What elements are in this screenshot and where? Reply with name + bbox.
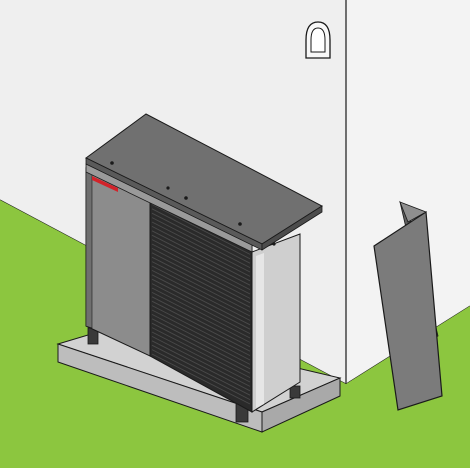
lid-screws	[110, 161, 276, 246]
grille-slat	[151, 287, 251, 339]
unit-front-casing-edge	[85, 165, 93, 329]
grille-slat	[151, 313, 251, 365]
removed-side-panel	[373, 200, 443, 411]
unit-right-panel-shade	[256, 253, 264, 408]
grille-slat	[151, 322, 251, 374]
wall-duct-opening	[305, 21, 331, 59]
heat-pump-unit	[85, 113, 323, 413]
grille-slat	[151, 239, 251, 291]
grille-slat	[151, 309, 251, 361]
grille-slat	[151, 327, 251, 379]
grille-slat	[151, 247, 251, 299]
grille-slat	[151, 318, 251, 370]
grille-slat	[151, 269, 251, 321]
grille-slat	[151, 305, 251, 357]
fan-grille-slats	[151, 199, 251, 405]
grille-slat	[151, 291, 251, 343]
grille-slat	[151, 344, 251, 396]
grille-slat	[151, 331, 251, 383]
slab-side	[261, 377, 341, 433]
panel-face	[373, 210, 443, 411]
grille-slat	[151, 217, 251, 269]
grille-slat	[151, 261, 251, 313]
grille-slat	[151, 203, 251, 255]
grille-slat	[151, 256, 251, 308]
panel-top-edge	[399, 201, 427, 223]
brand-logo	[92, 176, 118, 192]
grille-slat	[151, 252, 251, 304]
grille-slat	[151, 265, 251, 317]
grille-slat	[151, 296, 251, 348]
grille-slat	[151, 349, 251, 401]
grille-slat	[151, 234, 251, 286]
grille-slat	[151, 221, 251, 273]
grille-slat	[151, 230, 251, 282]
grille-slat	[151, 243, 251, 295]
wall-right-face	[346, 0, 470, 384]
grille-slat	[151, 274, 251, 326]
grille-slat	[151, 212, 251, 264]
grille-slat	[151, 340, 251, 392]
grille-slat	[151, 283, 251, 335]
grille-slat	[151, 278, 251, 330]
unit-lid-side-edge	[261, 205, 323, 251]
grille-slat	[151, 225, 251, 277]
grille-slat	[151, 300, 251, 352]
grille-slat	[151, 335, 251, 387]
grille-slat	[151, 208, 251, 260]
grille-slat	[151, 353, 251, 405]
